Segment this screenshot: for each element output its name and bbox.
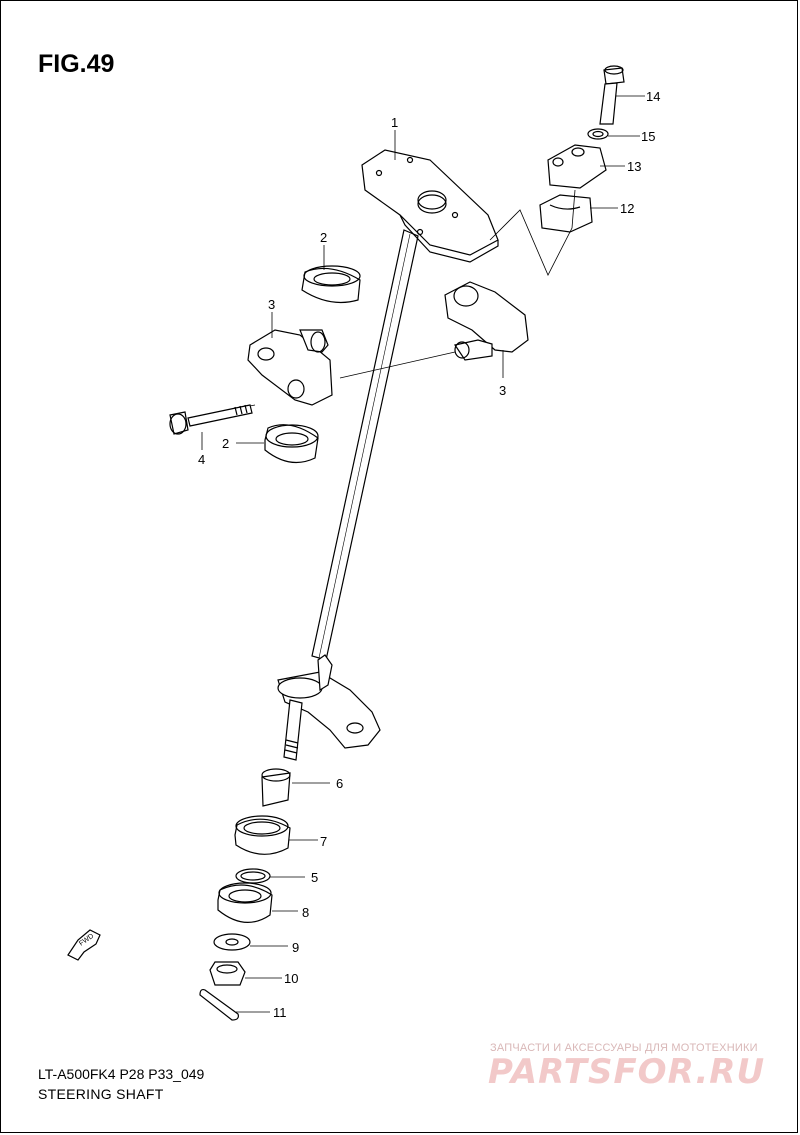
callout-2-lower: 2 bbox=[222, 436, 229, 451]
leader-lines bbox=[201, 95, 645, 1013]
callout-1: 1 bbox=[391, 115, 398, 130]
diagram-code: LT-A500FK4 P28 P33_049 bbox=[38, 1066, 205, 1082]
callout-10: 10 bbox=[284, 971, 298, 986]
nut-part-10[interactable] bbox=[209, 961, 246, 986]
shaft-bush-upper[interactable] bbox=[301, 265, 361, 303]
callout-8: 8 bbox=[302, 905, 309, 920]
handlebar-holder-upper[interactable] bbox=[547, 144, 607, 189]
figure-title: FIG.49 bbox=[38, 50, 115, 78]
shaft-bush-lower[interactable] bbox=[264, 424, 319, 464]
steering-shaft-lower-bracket[interactable] bbox=[277, 654, 381, 749]
callout-9: 9 bbox=[292, 940, 299, 955]
callout-3-right: 3 bbox=[499, 383, 506, 398]
callout-12: 12 bbox=[620, 201, 634, 216]
callout-2-upper: 2 bbox=[320, 230, 327, 245]
seal-part-7[interactable] bbox=[234, 815, 291, 855]
shaft-holder-right[interactable] bbox=[444, 281, 529, 361]
bolt-part-14[interactable] bbox=[599, 65, 625, 125]
callout-15: 15 bbox=[641, 129, 655, 144]
callout-5: 5 bbox=[311, 870, 318, 885]
callout-6: 6 bbox=[336, 776, 343, 791]
fwd-arrow-icon: FWD bbox=[67, 929, 101, 961]
bearing-part-8[interactable] bbox=[217, 882, 273, 923]
callout-13: 13 bbox=[627, 159, 641, 174]
steering-shaft-lower-end[interactable] bbox=[283, 699, 303, 761]
o-ring-part-5[interactable] bbox=[235, 868, 271, 884]
handlebar-holder-lower[interactable] bbox=[539, 194, 593, 233]
washer-part-9[interactable] bbox=[213, 933, 251, 951]
callout-labels: 1 2 3 3 4 2 14 15 13 12 6 7 5 8 9 10 11 bbox=[198, 89, 660, 1020]
cotter-pin-part-11[interactable] bbox=[199, 988, 239, 1021]
phantom-line bbox=[489, 189, 576, 276]
callout-7: 7 bbox=[320, 834, 327, 849]
washer-part-15[interactable] bbox=[587, 128, 609, 140]
shaft-holder-left[interactable] bbox=[247, 329, 333, 406]
diagram-caption: STEERING SHAFT bbox=[38, 1086, 164, 1102]
collar-part-6[interactable] bbox=[261, 768, 291, 807]
callout-11: 11 bbox=[273, 1005, 287, 1020]
steering-shaft-top-bracket[interactable] bbox=[361, 149, 499, 263]
bolt-part-4[interactable] bbox=[169, 404, 253, 435]
watermark-tagline: ЗАПЧАСТИ И АКСЕССУАРЫ ДЛЯ МОТОТЕХНИКИ bbox=[490, 1042, 758, 1054]
alignment-line bbox=[339, 351, 456, 379]
callout-4: 4 bbox=[198, 452, 205, 467]
callout-3-left: 3 bbox=[268, 297, 275, 312]
watermark-logo: PARTSFOR.RU bbox=[488, 1052, 766, 1092]
callout-14: 14 bbox=[646, 89, 660, 104]
